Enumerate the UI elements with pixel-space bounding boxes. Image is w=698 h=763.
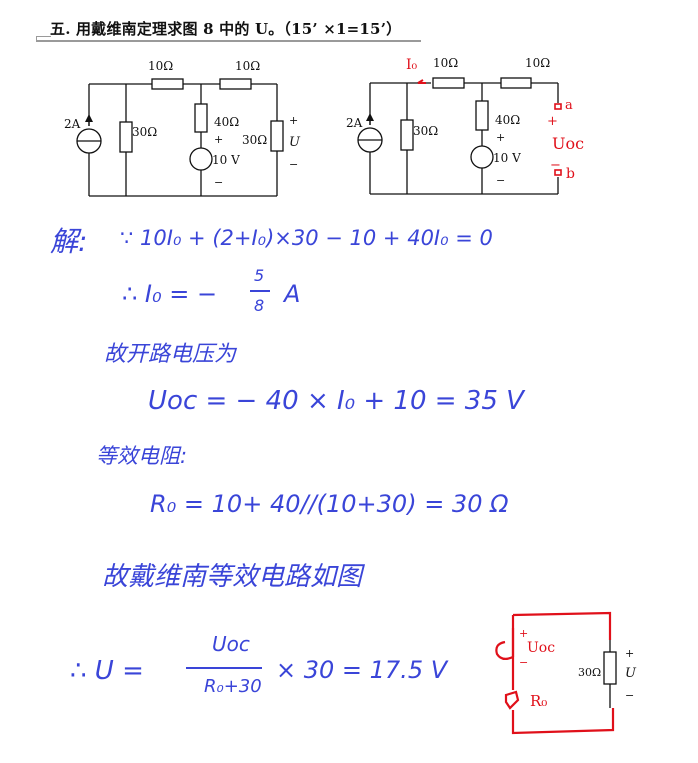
solution-final-result: × 30 = 17.5 V [276, 656, 448, 684]
label-src-plus: + [519, 627, 528, 640]
label-src-voc: Uoc [527, 640, 555, 656]
solution-equation-voc: Uoc = − 40 × I₀ + 10 = 35 V [148, 386, 524, 416]
label-r-top-right: 10Ω [525, 56, 550, 70]
label-v-minus: − [214, 176, 223, 189]
label-r-top-left: 10Ω [433, 56, 458, 70]
label-r-middle: 40Ω [495, 113, 520, 127]
solution-text-thevenin: 故戴维南等效电路如图 [102, 562, 363, 592]
circuit-annotated-diagram: 10Ω 10Ω 2A 30Ω 40Ω + 10 V − I₀ a + Uoc −… [346, 56, 584, 195]
label-out-u: U [289, 135, 301, 150]
label-r0: R₀ [530, 692, 547, 710]
label-out-u: U [625, 666, 637, 681]
terminal-b-icon [554, 169, 562, 176]
circuit-original-diagram: 10Ω 10Ω 2A 30Ω 40Ω + 10 V − 30Ω + U − [64, 59, 301, 197]
title-underline [36, 40, 421, 42]
label-out-minus: − [625, 689, 634, 702]
label-v-minus: − [496, 174, 505, 187]
solution-equation-2-prefix: ∴ I₀ = − [122, 280, 218, 308]
label-v-plus: + [214, 133, 223, 146]
solution-equation-r0: R₀ = 10+ 40//(10+30) = 30 Ω [150, 490, 509, 518]
problem-title: 五. 用戴维南定理求图 8 中的 U。（15’ ×1=15’） [50, 20, 402, 38]
label-out-plus: + [625, 647, 634, 660]
label-r-load: 30Ω [242, 133, 267, 147]
annot-terminal-a: a [565, 98, 573, 113]
label-src-minus: − [519, 656, 528, 669]
annot-minus: − [550, 158, 561, 173]
solution-text-equivalent-resistance: 等效电阻: [96, 444, 188, 468]
annot-terminal-b: b [566, 166, 575, 182]
solution-final-numerator: Uoc [212, 632, 250, 656]
label-out-minus: − [289, 158, 298, 171]
fraction-bar [250, 290, 270, 292]
label-current-source: 2A [346, 116, 363, 130]
solution-equation-2-numerator: 5 [254, 266, 265, 285]
label-v-source: 10 V [212, 153, 240, 167]
label-r-shunt: 30Ω [132, 125, 157, 139]
solution-equation-2-unit: A [284, 280, 301, 308]
label-r-top-left: 10Ω [148, 59, 173, 73]
label-r-load: 30Ω [578, 666, 601, 679]
solution-equation-2-denominator: 8 [254, 296, 265, 315]
annot-current-i0: I₀ [406, 57, 418, 73]
final-fraction-bar [186, 667, 262, 669]
title-corner-mark [36, 36, 51, 41]
solution-label: 解: [50, 225, 88, 258]
solution-final-denominator: R₀+30 [204, 676, 262, 697]
label-current-source: 2A [64, 117, 81, 131]
solution-final-prefix: ∴ U = [70, 656, 144, 686]
solution-text-open-circuit: 故开路电压为 [104, 342, 237, 367]
label-r-middle: 40Ω [214, 115, 239, 129]
label-out-plus: + [289, 114, 298, 127]
label-v-source: 10 V [493, 151, 521, 165]
solution-equation-1: ∵ 10I₀ + (2+I₀)×30 − 10 + 40I₀ = 0 [120, 226, 493, 250]
circuit-equivalent-diagram: + Uoc − R₀ 30Ω + U − [495, 611, 637, 735]
terminal-a-icon [554, 103, 562, 110]
annot-voc: Uoc [552, 134, 584, 153]
label-r-shunt: 30Ω [413, 124, 438, 138]
label-r-top-right: 10Ω [235, 59, 260, 73]
annot-plus: + [547, 114, 558, 129]
label-v-plus: + [496, 131, 505, 144]
